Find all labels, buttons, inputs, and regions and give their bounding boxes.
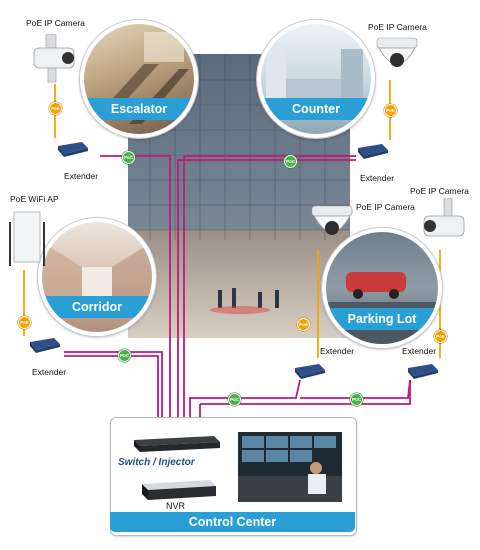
dome-camera-icon	[311, 205, 353, 235]
extender-top-left-label: Extender	[64, 171, 99, 181]
poc-badge: PoC	[122, 151, 135, 164]
bullet-camera-icon	[423, 198, 465, 237]
camera-top-left-label: PoE IP Camera	[26, 18, 85, 28]
poc-badge: PoC	[350, 393, 363, 406]
extender-mid-center-label: Extender	[320, 346, 355, 356]
poe-badge: PoE	[384, 104, 397, 117]
extender-mid-left-label: Extender	[32, 367, 67, 377]
poe-badge: PoE	[297, 318, 310, 331]
dome-camera-icon	[376, 37, 418, 67]
extender-mid-right-label: Extender	[402, 346, 437, 356]
extender-icon	[30, 338, 60, 353]
control-center-label: Control Center	[110, 512, 355, 532]
operator-photo	[238, 432, 342, 502]
camera-mid-right-label: PoE IP Camera	[410, 186, 469, 196]
extender-icon	[358, 144, 388, 159]
extender-icon	[58, 142, 88, 157]
wifi-ap-label: PoE WiFi AP	[10, 194, 59, 204]
counter-label: Counter	[261, 98, 371, 120]
switch-injector-device	[134, 436, 220, 452]
poe-badge: PoE	[434, 330, 447, 343]
extender-top-right-label: Extender	[360, 173, 395, 183]
camera-parking-label: PoE IP Camera	[356, 202, 415, 212]
wifi-ap-icon	[9, 211, 45, 266]
bullet-camera-icon	[33, 34, 75, 83]
nvr-label: NVR	[166, 501, 186, 511]
poe-badge: PoE	[18, 316, 31, 329]
corridor-view: Corridor	[38, 218, 156, 336]
extender-icon	[408, 364, 438, 379]
extender-icon	[295, 364, 325, 379]
poc-badge: PoC	[284, 155, 297, 168]
parking-lot-view: Parking Lot	[322, 228, 442, 348]
poc-badge: PoC	[228, 393, 241, 406]
poe-badge: PoE	[49, 102, 62, 115]
nvr-device	[142, 480, 216, 500]
corridor-label: Corridor	[42, 296, 152, 318]
camera-top-right-label: PoE IP Camera	[368, 22, 427, 32]
escalator-view: Escalator	[80, 20, 198, 138]
parking-lot-label: Parking Lot	[326, 308, 438, 330]
poc-badge: PoC	[118, 349, 131, 362]
switch-injector-label: Switch / Injector	[118, 457, 195, 468]
escalator-label: Escalator	[84, 98, 194, 120]
counter-view: Counter	[257, 20, 375, 138]
